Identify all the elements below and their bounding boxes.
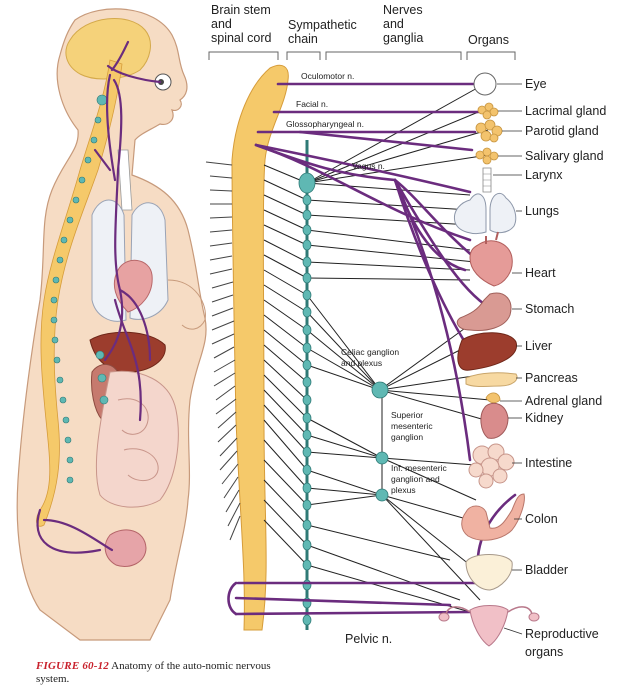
organ-salivary: [475, 147, 499, 165]
label-heart: Heart: [525, 266, 556, 280]
collateral-ganglia: [371, 381, 389, 502]
label-inferior-3: plexus: [391, 485, 416, 495]
organ-illustrations: [438, 72, 540, 647]
figure-caption-text: Anatomy of the auto-nomic nervous system…: [36, 660, 271, 685]
label-lungs: Lungs: [525, 204, 559, 218]
organ-colon: [461, 493, 525, 541]
label-glossopharyngeal: Glossopharyngeal n.: [286, 119, 364, 129]
organ-uterus: [469, 605, 509, 647]
organ-liver: [457, 332, 517, 371]
label-parotid: Parotid gland: [525, 124, 599, 138]
label-intestine: Intestine: [525, 456, 572, 470]
inferior-mesenteric-ganglion: [375, 488, 389, 502]
label-pancreas: Pancreas: [525, 371, 578, 385]
label-larynx: Larynx: [525, 168, 563, 182]
organ-lacrimal: [477, 102, 499, 120]
label-inferior-2: ganglion and: [391, 474, 440, 484]
parasympathetic-nerves: [227, 82, 517, 616]
sympathetic-ganglia: [298, 172, 316, 626]
organ-lung-right: [489, 192, 517, 234]
label-stomach: Stomach: [525, 302, 574, 316]
label-colon: Colon: [525, 512, 558, 526]
label-lacrimal: Lacrimal gland: [525, 104, 606, 118]
label-pelvic: Pelvic n.: [345, 632, 392, 646]
organ-intestine: [468, 443, 515, 489]
spinal-nerve-roots: [205, 161, 241, 541]
label-facial: Facial n.: [296, 99, 328, 109]
organ-leader-lines: [493, 83, 523, 635]
organ-eye: [473, 72, 497, 96]
label-superior-3: ganglion: [391, 432, 423, 442]
label-kidney: Kidney: [525, 411, 564, 425]
label-reproductive-2: organs: [525, 645, 563, 659]
figure-caption: FIGURE 60-12 Anatomy of the auto-nomic n…: [36, 660, 276, 686]
superior-mesenteric-ganglion: [375, 451, 389, 465]
label-oculomotor: Oculomotor n.: [301, 71, 354, 81]
label-adrenal: Adrenal gland: [525, 394, 602, 408]
label-celiac-2: and plexus: [341, 358, 382, 368]
label-vagus: Vagus n.: [352, 161, 385, 171]
label-inferior-1: Inf. mesenteric: [391, 463, 447, 473]
label-superior-1: Superior: [391, 410, 423, 420]
organ-lung-left: [453, 193, 487, 235]
header-brackets: [208, 51, 516, 60]
organ-parotid: [475, 119, 503, 143]
label-superior-2: mesenteric: [391, 421, 433, 431]
label-celiac-1: Celiac ganglion: [341, 347, 399, 357]
organ-kidney: [480, 402, 509, 439]
organ-adrenal: [485, 392, 501, 404]
label-eye: Eye: [525, 77, 547, 91]
organ-stomach: [456, 292, 512, 331]
organ-pancreas: [465, 372, 518, 387]
label-reproductive-1: Reproductive: [525, 627, 599, 641]
header-organs: Organs: [468, 33, 509, 47]
label-salivary: Salivary gland: [525, 149, 604, 163]
organ-bladder: [465, 554, 513, 591]
header-nerves-ganglia: Nerves and ganglia: [383, 3, 424, 45]
organ-heart: [469, 240, 513, 287]
header-sympathetic-chain: Sympathetic chain: [288, 18, 357, 46]
header-brainstem: Brain stem and spinal cord: [211, 3, 272, 45]
figure-number: FIGURE 60-12: [36, 660, 109, 672]
body-figure: [16, 8, 207, 641]
celiac-ganglion: [371, 381, 389, 399]
label-liver: Liver: [525, 339, 552, 353]
label-bladder: Bladder: [525, 563, 568, 577]
